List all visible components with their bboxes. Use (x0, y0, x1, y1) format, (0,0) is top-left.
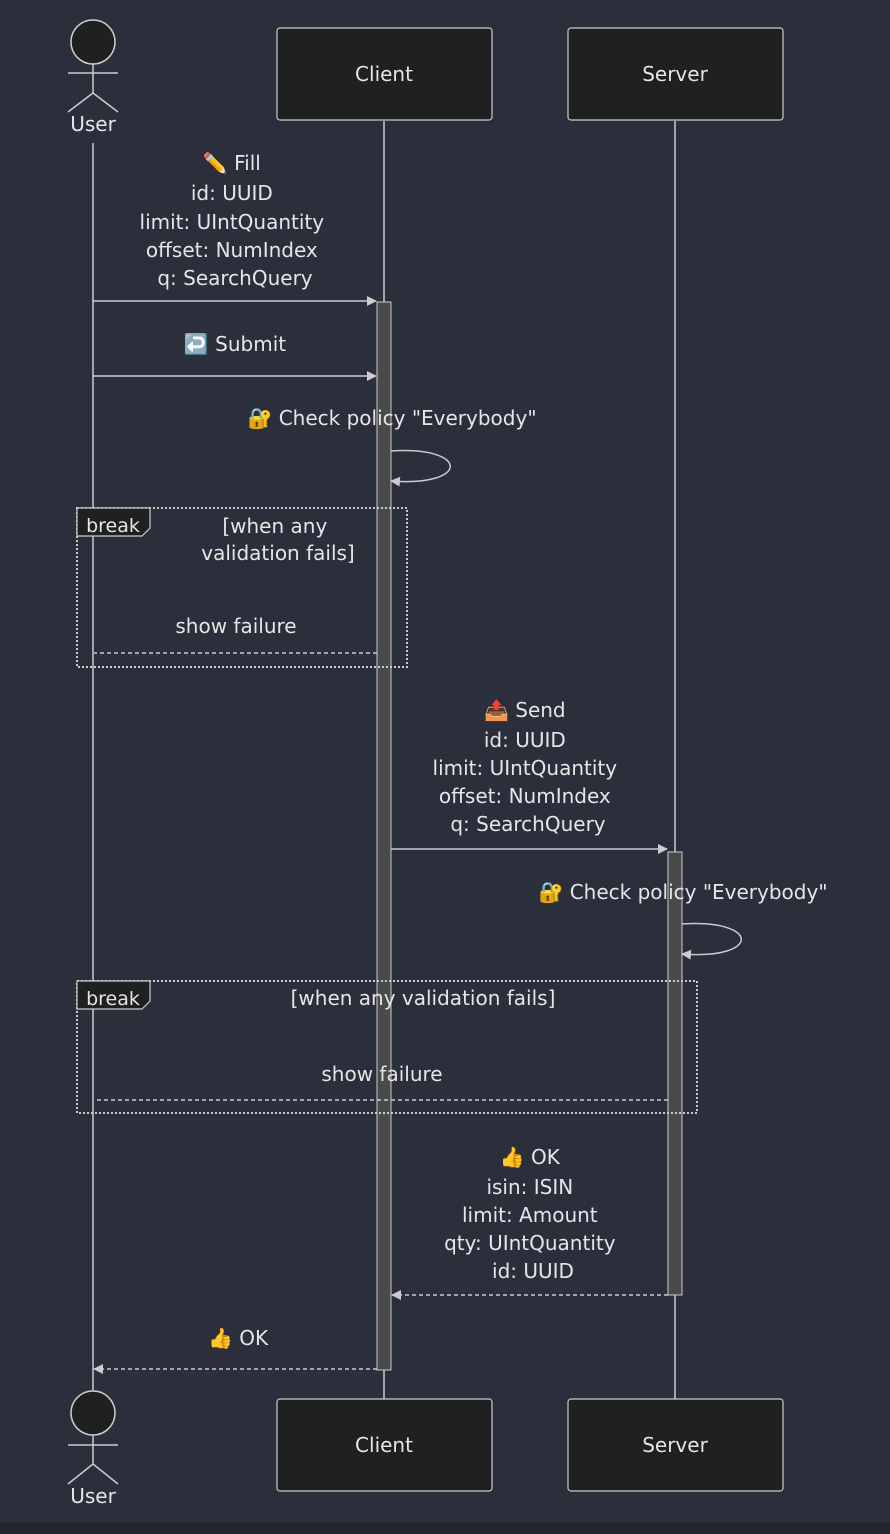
break-fragment-1-tag (76, 507, 151, 537)
break-fragment-2-tag (76, 980, 151, 1010)
break-fragment-2-condition: [when any validation fails] (291, 986, 556, 1010)
participant-client-bottom-label: Client (355, 1433, 413, 1457)
message-send: 📤 Send id: UUID limit: UIntQuantity offs… (391, 698, 668, 854)
message-server-check-policy: 🔐 Check policy "Everybody" (538, 880, 828, 960)
message-submit: ↩️ Submit (93, 332, 377, 381)
break-fragment-2-frame (76, 980, 698, 1114)
message-client-show-failure: show failure (94, 614, 377, 654)
message-send-label: 📤 Send id: UUID limit: UIntQuantity offs… (433, 698, 624, 836)
break-fragment-2: break [when any validation fails] (76, 980, 698, 1114)
message-client-check-policy-arrow (390, 449, 451, 487)
user-actor-icon (67, 1390, 119, 1485)
break-fragment-1: break [when any validation fails] (76, 507, 408, 668)
participant-server-bottom-label: Server (642, 1433, 708, 1457)
participant-client-label: Client (355, 62, 413, 86)
participant-server-top: Server (567, 27, 784, 121)
message-client-show-failure-label: show failure (175, 614, 296, 638)
message-client-ok: 👍 OK (93, 1326, 377, 1374)
user-actor-icon (67, 19, 119, 113)
message-client-check-policy: 🔐 Check policy "Everybody" (247, 406, 537, 487)
actor-user-top: User (67, 19, 119, 136)
message-fill-label: ✏️ Fill id: UUID limit: UIntQuantity off… (140, 151, 331, 290)
client-activation-bar (376, 301, 392, 1371)
message-submit-label: ↩️ Submit (184, 332, 286, 356)
actor-user-bottom-label: User (70, 1484, 116, 1508)
actor-user-label: User (70, 112, 116, 136)
actor-user-bottom: User (67, 1390, 119, 1508)
break-fragment-1-keyword: break (86, 515, 140, 537)
bottom-edge-band (0, 1522, 890, 1534)
participant-client-top: Client (276, 27, 493, 121)
break-fragment-2-keyword: break (86, 988, 140, 1010)
break-fragment-1-frame (76, 507, 408, 668)
participant-server-label: Server (642, 62, 708, 86)
message-server-show-failure-label: show failure (321, 1062, 442, 1086)
server-activation-bar (667, 851, 683, 1296)
message-client-check-policy-label: 🔐 Check policy "Everybody" (247, 406, 536, 430)
message-server-ok: 👍 OK isin: ISIN limit: Amount qty: UIntQ… (391, 1145, 668, 1300)
message-fill: ✏️ Fill id: UUID limit: UIntQuantity off… (93, 151, 377, 306)
message-server-check-policy-arrow (681, 922, 742, 960)
message-server-ok-label: 👍 OK isin: ISIN limit: Amount qty: UIntQ… (444, 1145, 622, 1283)
participant-client-bottom: Client (276, 1398, 493, 1492)
message-server-check-policy-label: 🔐 Check policy "Everybody" (538, 880, 827, 904)
message-client-ok-label: 👍 OK (208, 1326, 269, 1350)
participant-server-bottom: Server (567, 1398, 784, 1492)
message-server-show-failure: show failure (94, 1062, 668, 1101)
break-fragment-1-condition: [when any validation fails] (201, 514, 354, 565)
